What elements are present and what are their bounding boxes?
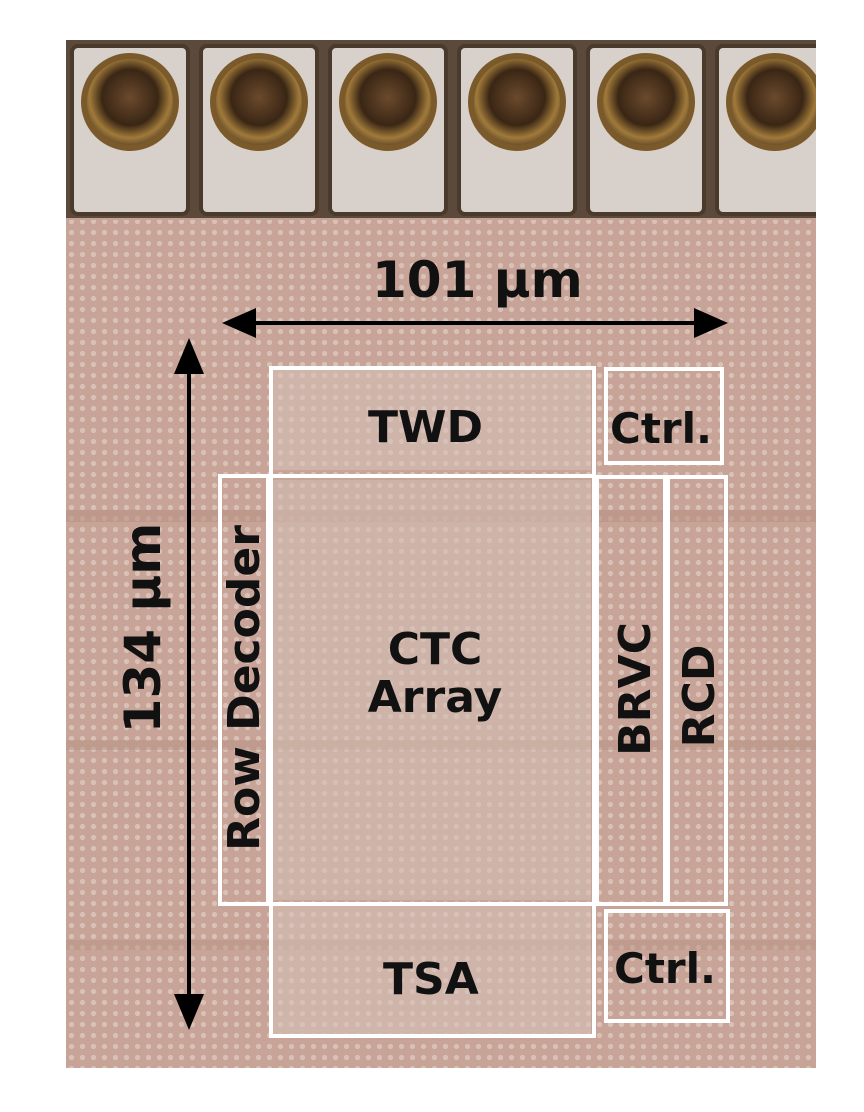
ctc-array-label: CTC Array: [360, 628, 510, 720]
row-decoder-label: Row Decoder: [223, 525, 267, 851]
ctrl-bottom-label: Ctrl.: [614, 948, 716, 990]
brvc-label: BRVC: [614, 622, 658, 756]
ctc-array-line2: Array: [360, 676, 510, 720]
height-dimension-label: 134 µm: [118, 523, 168, 734]
width-dimension-arrow: [222, 308, 728, 338]
ctc-array-line1: CTC: [360, 628, 510, 672]
twd-label: TWD: [368, 406, 483, 450]
rcd-label: RCD: [678, 645, 722, 748]
width-dimension-label: 101 µm: [372, 255, 583, 305]
height-dimension-arrow: [174, 338, 204, 1030]
tsa-label: TSA: [383, 958, 479, 1002]
ctrl-top-label: Ctrl.: [610, 408, 712, 450]
